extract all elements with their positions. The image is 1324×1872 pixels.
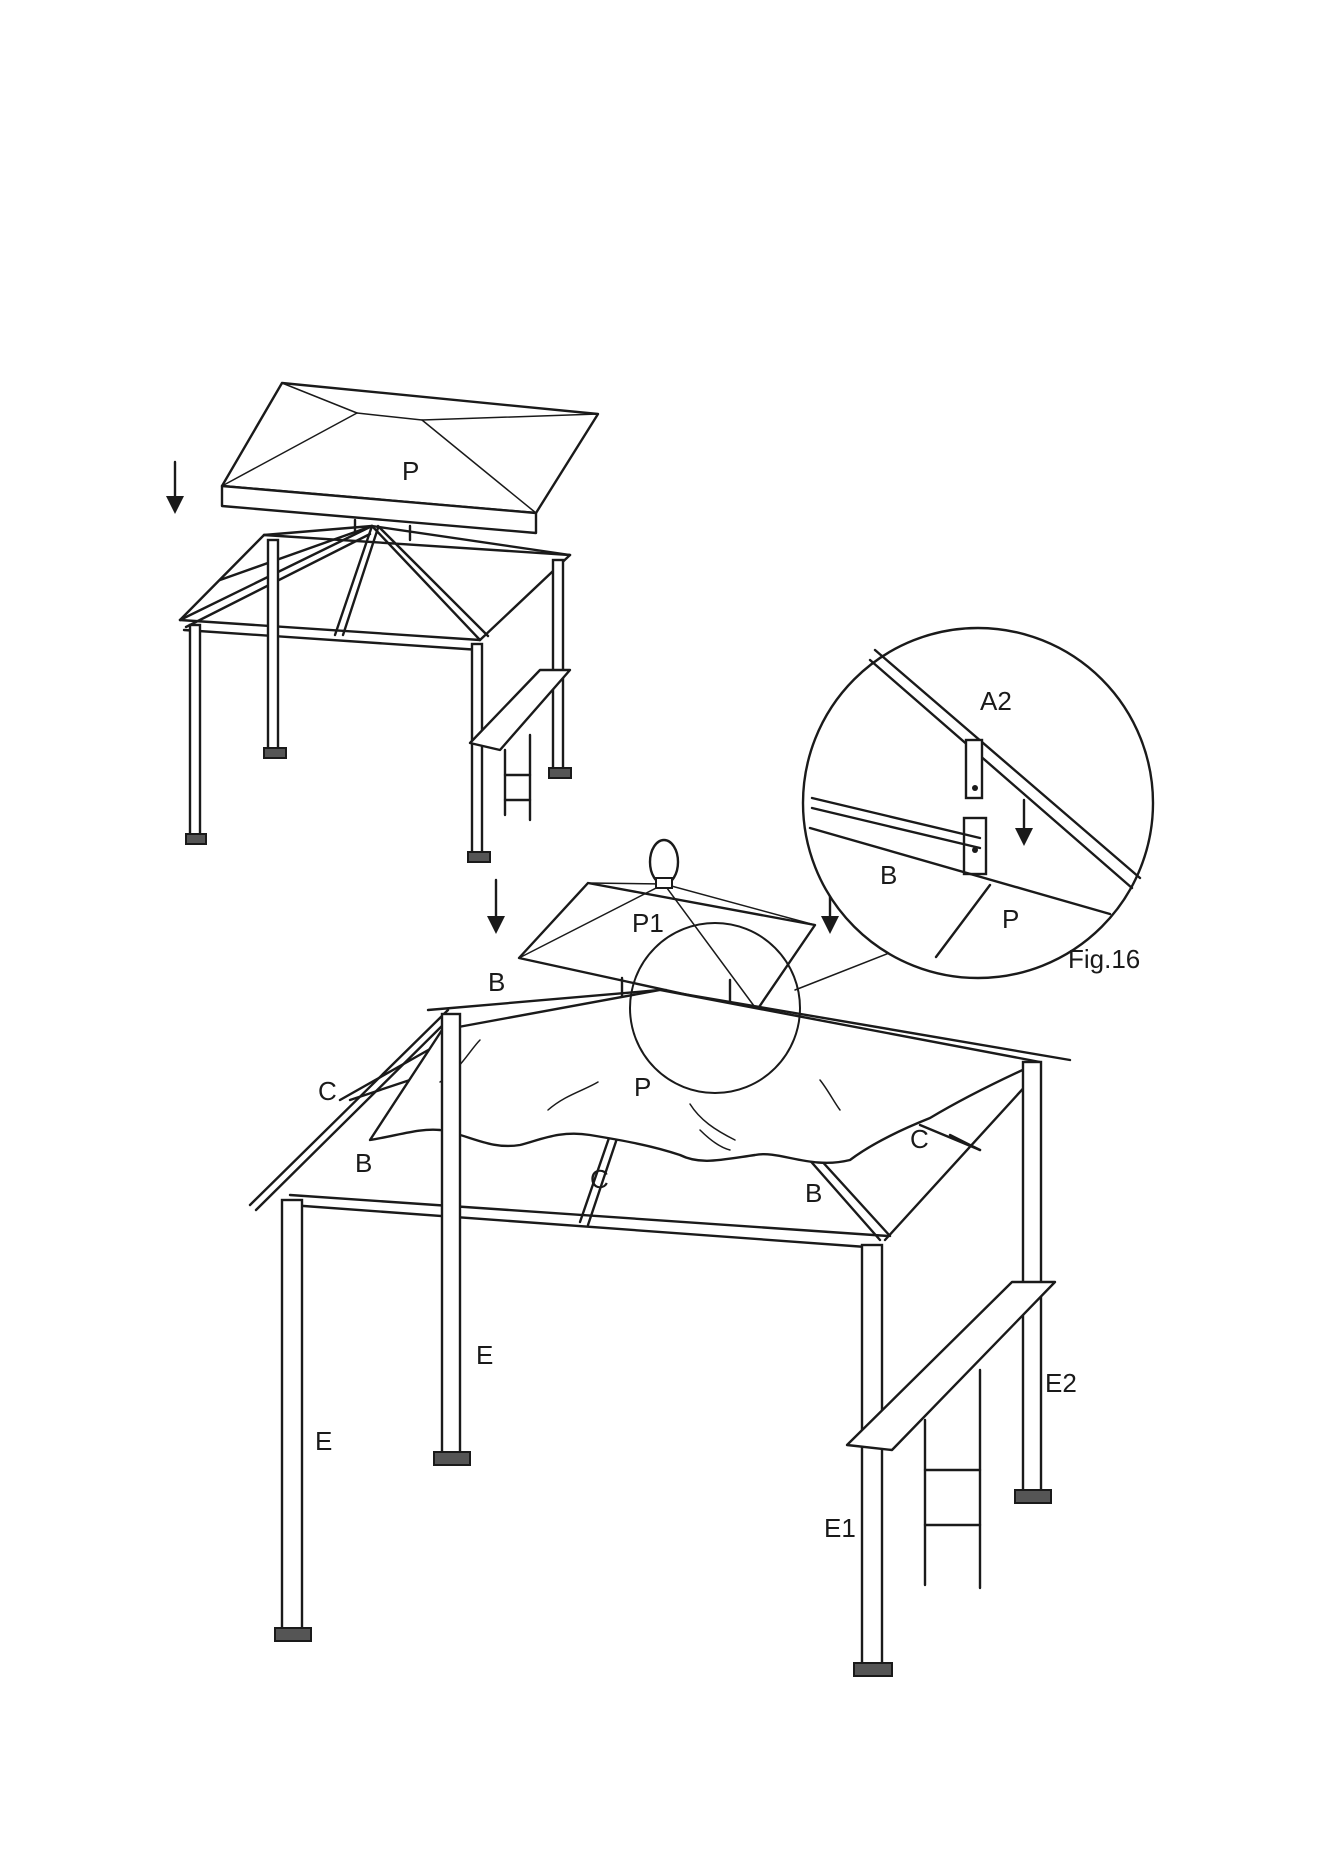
label-purlin-left: C <box>318 1076 337 1106</box>
figure-caption: Fig.16 <box>1068 944 1140 974</box>
label-detail-bar: A2 <box>980 686 1012 716</box>
label-post-right-front: E1 <box>824 1513 856 1543</box>
main-canopy <box>370 990 1040 1163</box>
label-detail-rafter: B <box>880 860 897 890</box>
label-detail-canopy: P <box>1002 904 1019 934</box>
label-purlin-front: C <box>590 1164 609 1194</box>
label-post-right-back: E2 <box>1045 1368 1077 1398</box>
label-purlin-right: C <box>910 1124 929 1154</box>
down-arrow-icon <box>487 880 505 934</box>
label-post-left-back: E <box>476 1340 493 1370</box>
label-rafter-left: B <box>355 1148 372 1178</box>
down-arrow-icon <box>166 462 184 514</box>
finial-top-panel <box>519 840 815 1010</box>
small-roof-frame <box>180 520 570 650</box>
label-post-left-front: E <box>315 1426 332 1456</box>
label-finial-top: P1 <box>632 908 664 938</box>
small-gazebo <box>166 383 598 862</box>
label-rafter-front: B <box>805 1178 822 1208</box>
label-canopy-main: P <box>634 1072 651 1102</box>
label-top-canopy: P <box>402 456 419 486</box>
label-rafter-top: B <box>488 967 505 997</box>
